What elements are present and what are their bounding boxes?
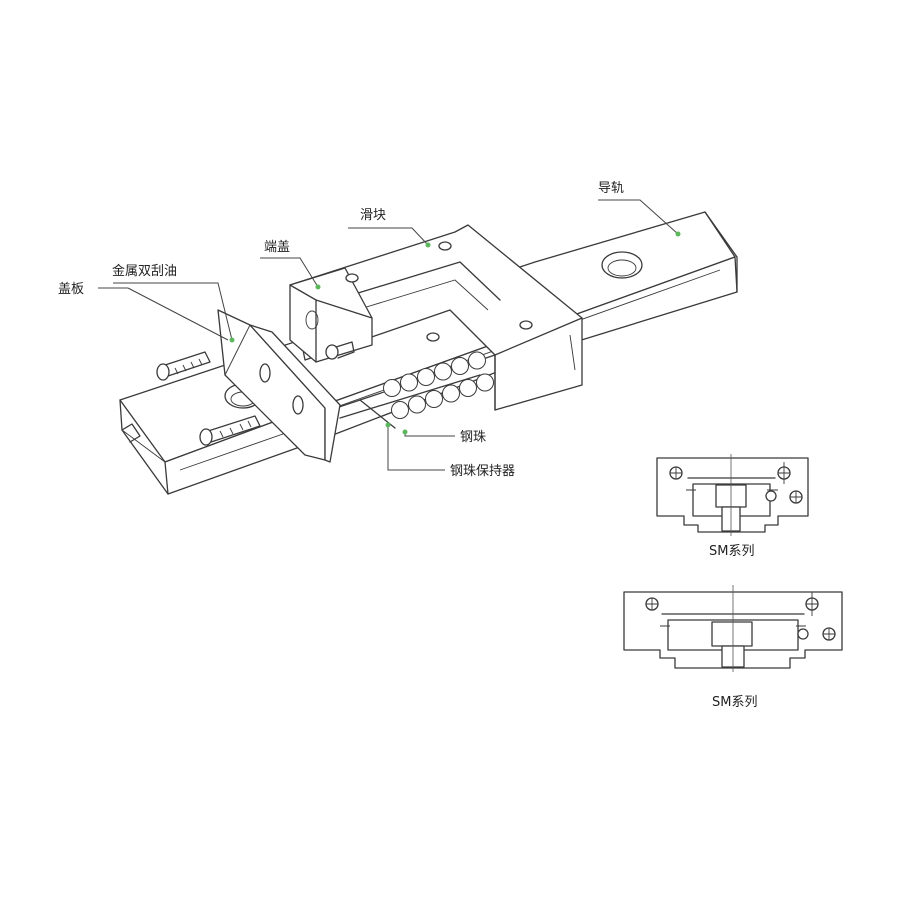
svg-text:盖板: 盖板 [58,282,84,297]
svg-text:滑块: 滑块 [360,208,386,223]
screw-upper [156,351,211,381]
rail-mounting-hole-far [601,251,643,279]
svg-text:导轨: 导轨 [598,181,624,196]
marker-steel-ball [402,429,408,435]
cross-section-bottom: SM系列 [623,585,843,710]
slider-block [289,224,583,411]
svg-text:SM系列: SM系列 [712,695,757,710]
steel-ball [468,351,486,370]
svg-text:端盖: 端盖 [264,240,290,255]
steel-ball [425,390,443,408]
cross-section-top: SM系列 [656,454,809,559]
grease-nipple [325,341,355,360]
label-metal-scraper: 金属双刮油 [112,263,235,343]
svg-text:钢珠保持器: 钢珠保持器 [450,464,515,479]
steel-ball [391,401,409,419]
steel-ball [459,379,477,397]
steel-ball [400,373,418,392]
screw-lower [199,415,261,446]
label-end-cap: 端盖 [260,240,321,290]
svg-text:钢珠: 钢珠 [460,430,486,445]
label-slider: 滑块 [348,208,431,248]
steel-ball [408,395,426,414]
marker-ball-retainer [385,422,391,428]
label-cover-plate: 盖板 [58,282,229,341]
svg-text:SM系列: SM系列 [709,544,754,559]
steel-ball [417,368,435,386]
steel-ball [476,373,494,392]
marker-guide-rail [675,231,681,237]
steel-ball [442,384,460,403]
svg-text:金属双刮油: 金属双刮油 [112,263,177,279]
steel-ball [434,362,452,381]
label-guide-rail: 导轨 [598,181,681,237]
marker-metal-scraper [229,337,235,343]
label-steel-ball: 钢珠 [402,429,486,445]
cover-plate [217,309,341,463]
label-ball-retainer: 钢珠保持器 [385,422,515,479]
marker-slider [425,242,431,248]
marker-end-cap [315,284,321,290]
steel-ball [451,357,469,375]
steel-balls [383,351,494,419]
steel-ball [383,379,401,397]
